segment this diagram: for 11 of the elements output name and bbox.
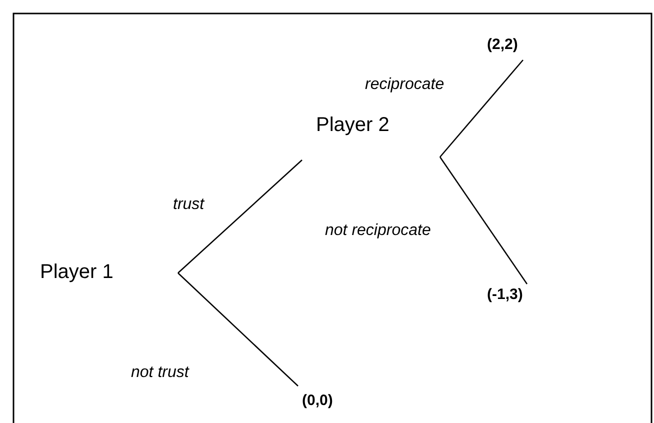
branch-line: [439, 156, 528, 284]
payoff-label: (0,0): [302, 392, 333, 409]
edge-label: not reciprocate: [324, 222, 432, 240]
player-label: Player 2: [316, 114, 390, 137]
player-label: Player 1: [40, 261, 114, 284]
branch-line: [178, 272, 298, 386]
branch-line: [440, 60, 524, 158]
edge-label: reciprocate: [364, 76, 446, 94]
payoff-label: (-1,3): [487, 286, 523, 303]
branch-line: [178, 160, 302, 274]
payoff-label: (2,2): [487, 36, 518, 53]
